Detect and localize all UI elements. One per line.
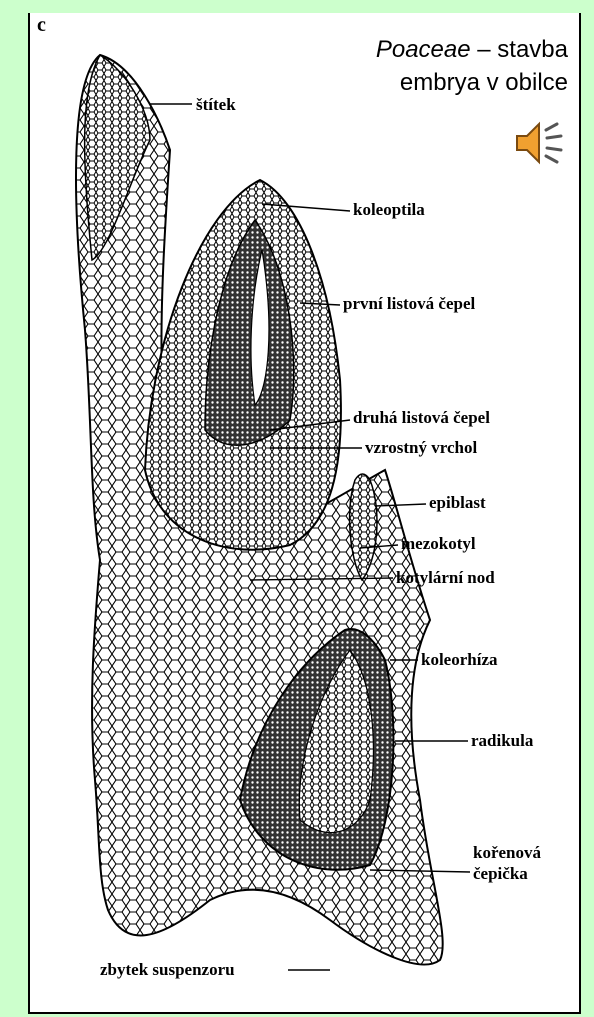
label-stitek: štítek [196,95,236,115]
label-prvni-listova-cepel: první listová čepel [343,294,475,314]
label-koleoptila: koleoptila [353,200,425,220]
label-epiblast: epiblast [429,493,486,513]
label-radikula: radikula [471,731,533,751]
label-druha-listova-cepel: druhá listová čepel [353,408,490,428]
speaker-icon[interactable] [513,120,567,166]
title-dash: – stavba [471,36,568,63]
family-name: Poaceae [376,36,471,63]
panel-letter: c [37,14,46,37]
title-line-1: Poaceae – stavba [376,36,568,64]
label-cepicka: čepička [473,864,528,884]
label-zbytek-suspenzoru: zbytek suspenzoru [100,960,235,980]
title-line-2: embrya v obilce [400,69,568,97]
label-kotylarni-nod: kotylární nod [396,568,495,588]
label-vzrostny-vrchol: vzrostný vrchol [365,438,477,458]
label-korenova: kořenová [473,843,541,863]
label-koleorhiza: koleorhíza [421,650,498,670]
label-mezokotyl: mezokotyl [401,534,476,554]
